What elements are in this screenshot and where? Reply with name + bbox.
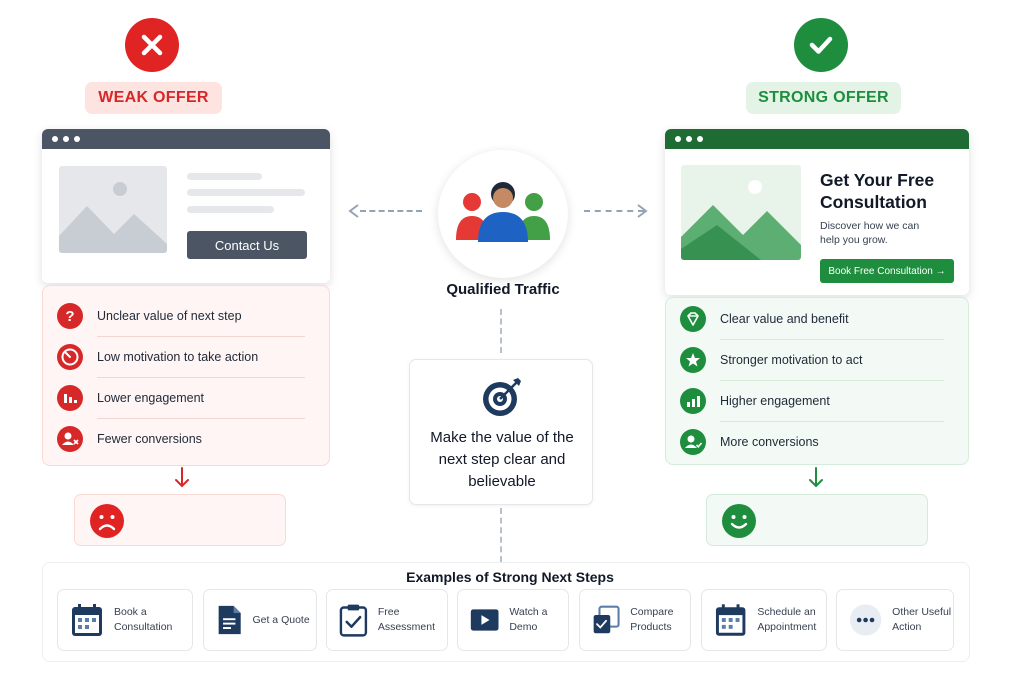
book-consultation-button[interactable]: Book Free Consultation → [820, 259, 954, 283]
text-line-placeholder [187, 189, 305, 196]
gauge-icon [57, 343, 83, 370]
right-arrow-icon [637, 204, 648, 218]
qualified-traffic-label: Qualified Traffic [446, 281, 560, 298]
svg-text:?: ? [65, 308, 74, 325]
list-item: Stronger motivation to act [680, 339, 954, 380]
list-item-label: Clear value and benefit [720, 311, 849, 326]
text-line-placeholder [187, 206, 274, 213]
list-item: Lower engagement [57, 377, 315, 418]
step-card[interactable]: Other Useful Action [836, 589, 954, 651]
left-arrow-icon [348, 204, 359, 218]
more-icon [849, 604, 882, 636]
step-label: Schedule an Appointment [757, 606, 817, 633]
contact-us-button[interactable]: Contact Us [187, 231, 307, 259]
step-label: Get a Quote [252, 613, 310, 626]
clipboard-check-icon [339, 604, 368, 637]
down-arrow-icon [809, 467, 823, 488]
step-label: Watch a Demo [509, 606, 548, 633]
list-item: More conversions [680, 421, 954, 462]
step-label: Free Assessment [377, 606, 436, 633]
x-icon [141, 34, 163, 56]
list-item: Fewer conversions [57, 418, 315, 459]
list-item-label: Unclear value of next step [97, 308, 242, 323]
list-item: ? Unclear value of next step [57, 295, 315, 336]
step-card[interactable]: Get a Quote [203, 589, 317, 651]
user-x-icon [57, 425, 83, 452]
compare-icon [593, 605, 620, 634]
question-icon: ? [57, 302, 83, 329]
list-item-label: Fewer conversions [97, 431, 202, 446]
target-icon [483, 378, 521, 416]
step-card[interactable]: Free Assessment [326, 589, 448, 651]
play-icon [470, 609, 499, 631]
list-item-label: Higher engagement [720, 393, 830, 408]
star-icon [680, 346, 706, 373]
list-item: Low motivation to take action [57, 336, 315, 377]
calendar-icon [72, 604, 102, 636]
image-placeholder [681, 165, 801, 260]
step-card[interactable]: Schedule an Appointment [701, 589, 827, 651]
traffic-circle [438, 150, 568, 278]
strong-offer-browser: Get Your Free Consultation Discover how … [665, 129, 969, 295]
offer-subtext: Discover how we can help you grow. [820, 220, 920, 246]
value-card-text: Make the value of the next step clear an… [430, 429, 574, 490]
list-item: Higher engagement [680, 380, 954, 421]
browser-title-bar [42, 129, 330, 149]
strong-check-badge [794, 18, 848, 72]
strong-outcomes-list: Clear value and benefit Stronger motivat… [665, 297, 969, 465]
list-item-label: Lower engagement [97, 390, 205, 405]
image-icon [59, 182, 167, 253]
bars-down-icon [57, 384, 83, 411]
list-item-label: Stronger motivation to act [720, 352, 863, 367]
user-check-icon [680, 428, 706, 455]
strong-offer-label: STRONG OFFER [746, 82, 901, 114]
check-icon [809, 36, 833, 54]
image-icon [681, 180, 801, 260]
list-item-label: Low motivation to take action [97, 349, 259, 364]
image-placeholder [59, 166, 167, 253]
happy-face-icon [722, 504, 756, 538]
down-arrow-icon [175, 467, 189, 488]
bars-up-icon [680, 387, 706, 414]
weak-x-badge [125, 18, 179, 72]
weak-offer-label: WEAK OFFER [85, 82, 222, 114]
people-group-icon [456, 182, 550, 242]
list-item-label: More conversions [720, 434, 819, 449]
list-item: Clear value and benefit [680, 298, 954, 339]
offer-headline: Get Your Free Consultation [820, 170, 935, 212]
strong-result-box [706, 494, 928, 546]
step-label: Other Useful Action [892, 606, 952, 633]
step-card[interactable]: Watch a Demo [457, 589, 569, 651]
weak-offer-browser: Contact Us [42, 129, 330, 283]
document-icon [218, 605, 241, 635]
weak-result-box [74, 494, 286, 546]
sad-face-icon [90, 504, 124, 538]
weak-outcomes-list: ? Unclear value of next step Low motivat… [42, 285, 330, 466]
value-card: Make the value of the next step clear an… [409, 359, 593, 505]
examples-title: Examples of Strong Next Steps [406, 569, 614, 585]
step-card[interactable]: Compare Products [579, 589, 691, 651]
calendar-icon [715, 604, 746, 636]
text-line-placeholder [187, 173, 262, 180]
diamond-icon [680, 305, 706, 332]
browser-title-bar [665, 129, 969, 149]
step-label: Compare Products [630, 606, 674, 633]
step-label: Book a Consultation [114, 606, 173, 633]
step-card[interactable]: Book a Consultation [57, 589, 193, 651]
